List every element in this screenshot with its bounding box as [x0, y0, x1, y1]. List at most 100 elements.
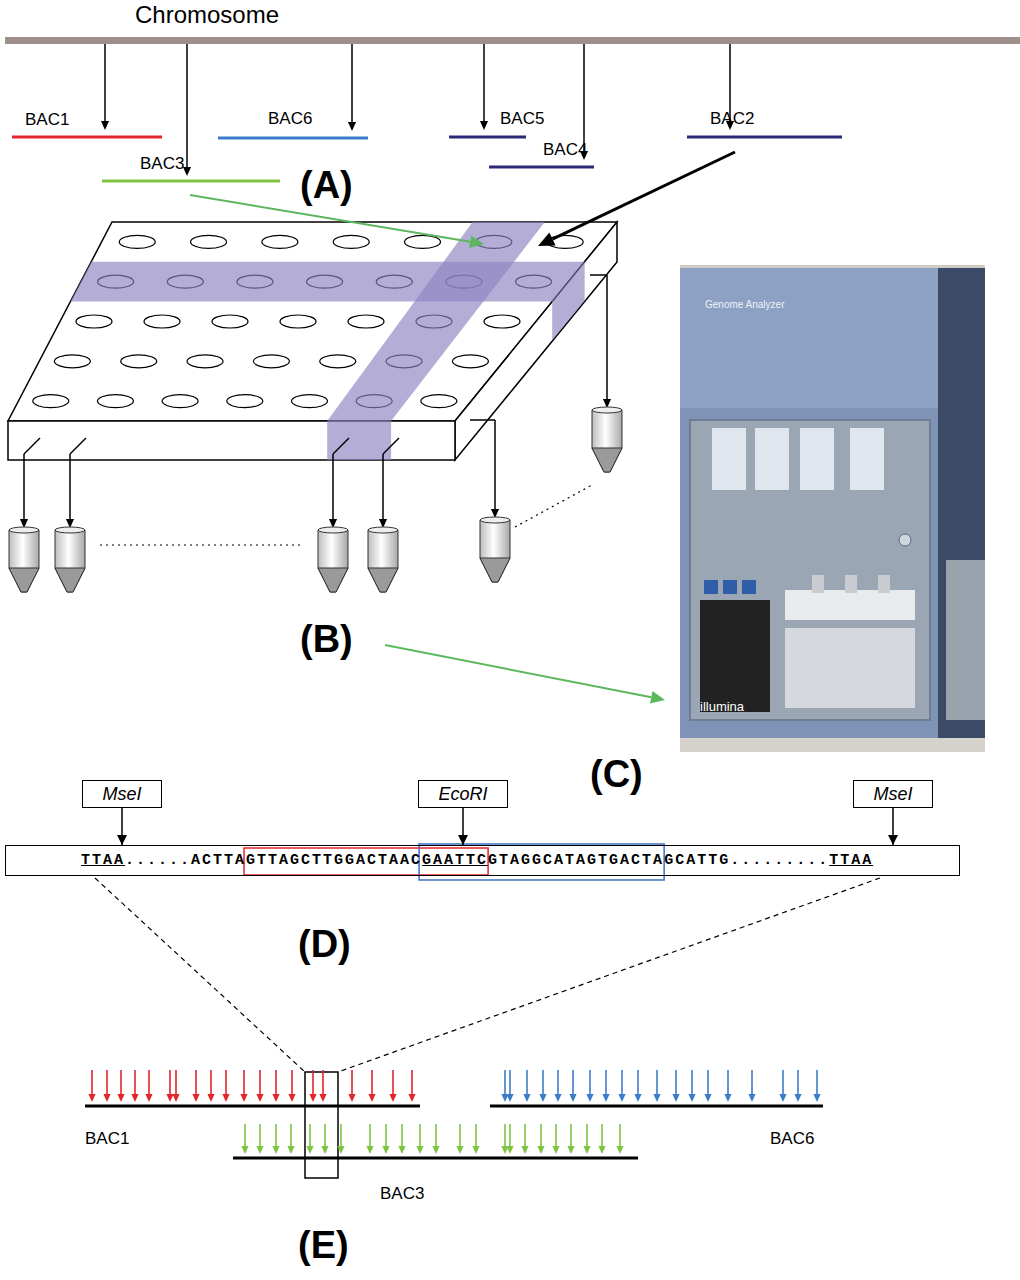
fingerprint-arrow-head	[321, 1146, 328, 1154]
sequence-box: TTAA......ACTTAGTTAGCTTGGACTAACGAATTCGTA…	[5, 845, 960, 876]
pool-arrow	[23, 454, 25, 519]
fingerprint-arrow-head	[131, 1094, 138, 1102]
fingerprint-arrow-head	[256, 1094, 263, 1102]
fingerprint-arrow-head	[794, 1094, 801, 1102]
zoom-box	[305, 1072, 338, 1178]
text-label: BAC2	[710, 110, 754, 127]
fingerprint-arrow-head	[207, 1094, 214, 1102]
fingerprint-arrow	[275, 1124, 277, 1146]
fingerprint-arrow	[619, 1124, 621, 1146]
well	[333, 235, 369, 248]
well	[212, 315, 248, 328]
fingerprint-arrow-head	[287, 1146, 294, 1154]
dotted-line	[515, 485, 592, 527]
sequencing-arrow-head	[650, 691, 665, 703]
fingerprint-arrow-head	[688, 1094, 695, 1102]
bac-line	[85, 1105, 420, 1108]
tube-liquid	[9, 568, 39, 592]
fingerprint-arrow	[589, 1070, 591, 1094]
fingerprint-arrow-head	[813, 1094, 820, 1102]
fingerprint-arrow-head	[306, 1146, 313, 1154]
sequence-text: GTAGGCATAGTGACTA	[488, 852, 664, 869]
dotted-line	[100, 544, 300, 545]
well	[162, 395, 198, 408]
fingerprint-arrow-head	[598, 1146, 605, 1154]
well	[187, 355, 223, 368]
fingerprint-arrow	[601, 1124, 603, 1146]
fingerprint-arrow	[782, 1070, 784, 1094]
fingerprint-arrow-head	[240, 1094, 247, 1102]
fingerprint-arrow-head	[398, 1146, 405, 1154]
fingerprint-arrow	[134, 1070, 136, 1094]
fingerprint-arrow	[637, 1070, 639, 1094]
fingerprint-arrow-head	[653, 1094, 660, 1102]
mapping-arrow	[104, 44, 106, 121]
sequence-text: TTAA	[829, 852, 873, 869]
pool-arrow	[382, 454, 384, 519]
reagent-rack	[700, 600, 770, 712]
fingerprint-arrow	[291, 1070, 293, 1094]
fingerprint-arrow-head	[256, 1146, 263, 1154]
fingerprint-arrow	[751, 1070, 753, 1094]
collection-tube	[592, 410, 622, 472]
fingerprint-arrow-head	[166, 1094, 173, 1102]
collection-tube	[9, 530, 39, 592]
bottle-cap	[704, 580, 718, 594]
well	[76, 315, 112, 328]
fingerprint-arrow	[586, 1124, 588, 1146]
sequence-text: ......ACTTA	[125, 852, 246, 869]
fingerprint-arrow	[504, 1070, 506, 1094]
sequence-text: GCATTG.........	[664, 852, 829, 869]
column-pool-band	[327, 421, 391, 460]
fingerprint-arrow	[371, 1070, 373, 1094]
pool-line	[470, 419, 495, 421]
enzyme-name: MseI	[102, 784, 141, 805]
fingerprint-arrow-head	[552, 1146, 559, 1154]
reagent-bottle	[755, 428, 789, 490]
fingerprint-arrow	[540, 1124, 542, 1146]
collection-tube	[480, 520, 510, 582]
sequencing-arrow	[385, 645, 651, 697]
fingerprint-arrow	[691, 1070, 693, 1094]
fingerprint-arrow-head	[382, 1146, 389, 1154]
pool-line	[590, 274, 607, 276]
fingerprint-arrow	[351, 1070, 353, 1094]
fingerprint-arrow-head	[472, 1146, 479, 1154]
fingerprint-arrow	[259, 1124, 261, 1146]
fingerprint-arrow	[259, 1070, 261, 1094]
reagent-bottle	[850, 428, 884, 490]
fingerprint-arrow	[175, 1070, 177, 1094]
fingerprint-arrow	[120, 1070, 122, 1094]
text-label: BAC6	[268, 110, 312, 127]
well	[119, 235, 155, 248]
fingerprint-arrow	[243, 1070, 245, 1094]
tube-rim	[318, 527, 348, 533]
cut-site-arrow	[121, 808, 123, 845]
bac-line	[12, 136, 162, 139]
panel-label: (D)	[298, 925, 351, 963]
text-label: BAC5	[500, 110, 544, 127]
sequencer-door	[946, 560, 985, 720]
fingerprint-arrow	[369, 1124, 371, 1146]
fingerprint-arrow-head	[145, 1094, 152, 1102]
fingerprint-arrow	[475, 1124, 477, 1146]
fingerprint-arrow	[816, 1070, 818, 1094]
fingerprint-arrow	[797, 1070, 799, 1094]
sequence-text: TTAA	[81, 852, 125, 869]
bac-line	[489, 166, 594, 169]
fingerprint-arrow-head	[586, 1094, 593, 1102]
well	[121, 355, 157, 368]
tube-rim	[592, 407, 622, 413]
fingerprint-arrow	[195, 1070, 197, 1094]
column-pool-band	[327, 222, 545, 421]
pool-arrow	[69, 454, 71, 519]
pool-arrow	[332, 454, 334, 519]
tube-rim	[9, 527, 39, 533]
well	[54, 355, 90, 368]
well	[484, 315, 520, 328]
fingerprint-arrow-head	[569, 1094, 576, 1102]
pooling-arrow-head	[469, 235, 484, 247]
pool-arrow	[494, 420, 496, 509]
fingerprint-arrow	[459, 1124, 461, 1146]
